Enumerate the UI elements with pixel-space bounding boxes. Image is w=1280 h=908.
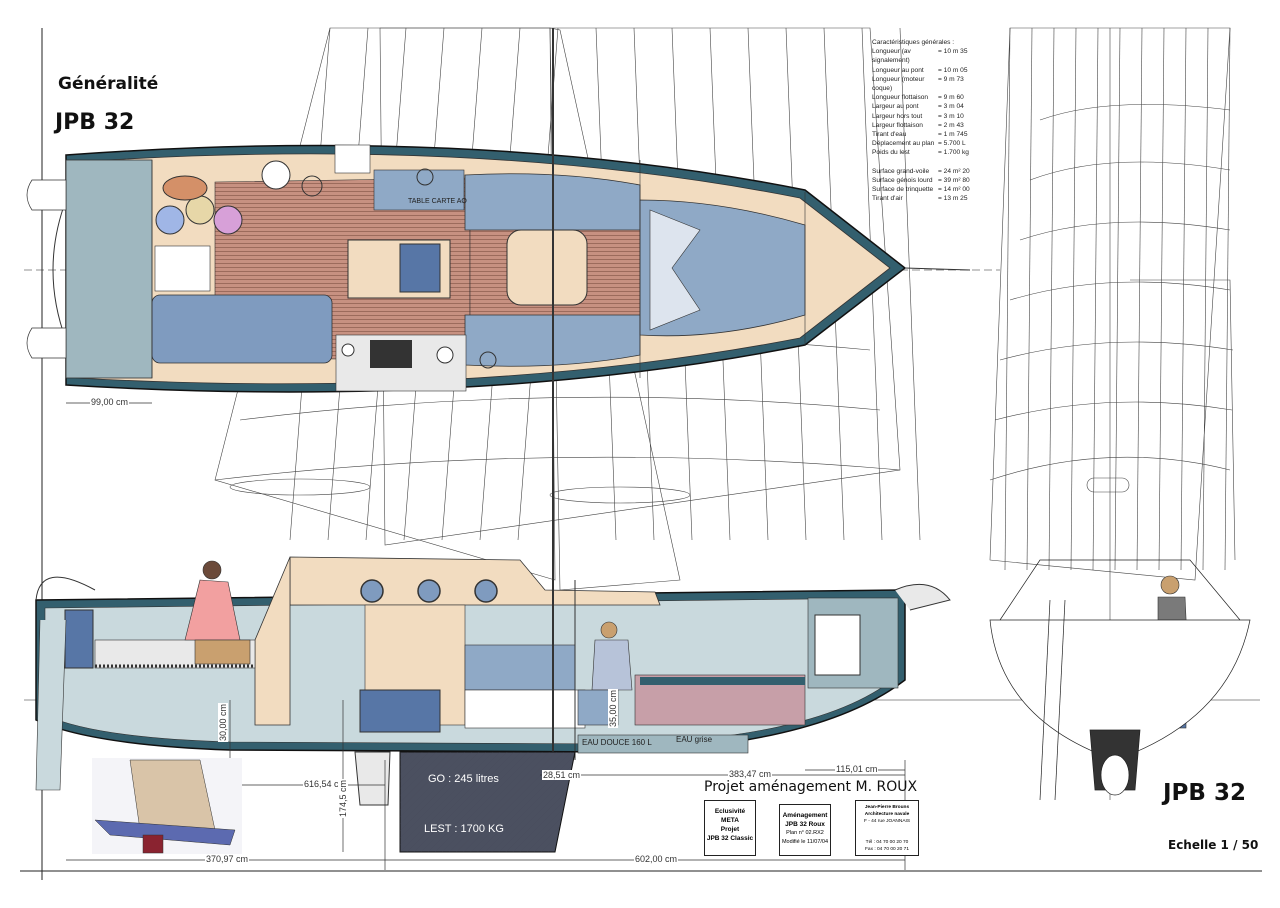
spec-label: Largeur flottaison xyxy=(872,121,923,129)
spec-label: Surface génois lourd xyxy=(872,176,933,184)
spec-label: Poids du lest xyxy=(872,149,910,157)
specs-heading: Caractéristiques générales : xyxy=(872,39,955,46)
spec-value: = 3 m 10 xyxy=(938,112,964,120)
tb3-line2: Architecture navale xyxy=(864,812,910,817)
tb3-line4: Tél : 04 70 00 20 70 xyxy=(865,840,909,845)
ballast-label: LEST : 1700 KG xyxy=(424,823,504,835)
sail-seam-line xyxy=(1092,27,1099,571)
spec-value: = 2 m 43 xyxy=(938,121,964,129)
spec-row: Déplacement au plan= 5.700 L xyxy=(872,139,970,148)
sail-seam-line xyxy=(1180,27,1187,571)
spec-label: Surface de trinquette xyxy=(872,186,934,194)
page-title: Généralité xyxy=(58,74,159,94)
spec-value: = 5.700 L xyxy=(938,140,966,148)
spec-row: Longueur au pont = 10 m 05 xyxy=(872,66,970,75)
title-block-architect: Jean-Pierre Brouns Architecture navale F… xyxy=(855,800,919,856)
spec-row: Largeur au pont = 3 m 04 xyxy=(872,102,970,111)
spec-row: Longueur flottaison = 9 m 60 xyxy=(872,93,970,102)
sail-seam-line xyxy=(1158,27,1165,571)
spec-value: = 10 m 05 xyxy=(938,66,968,74)
specs-table: Caractéristiques générales : Longueur (a… xyxy=(872,38,970,203)
spec-value: = 39 m² 80 xyxy=(938,176,970,184)
sail-seam-line xyxy=(1136,27,1143,571)
dim-115: 115,01 cm xyxy=(835,764,879,774)
spec-label: Longueur au pont xyxy=(872,66,924,74)
tb2-line3: Plan n° 02.RX2 xyxy=(786,830,824,836)
spec-row: Tirant d'air = 13 m 25 xyxy=(872,194,970,203)
spec-label: Longueur (moteur coque) xyxy=(872,75,925,93)
dim-99: 99,00 cm xyxy=(90,397,130,407)
spec-value: = 1.700 kg xyxy=(938,149,969,157)
profile-view xyxy=(35,28,1189,853)
spec-row: Largeur hors tout = 3 m 10 xyxy=(872,112,970,121)
spec-row: Surface génois lourd = 39 m² 80 xyxy=(872,176,970,185)
spec-row: Surface grand-voile = 24 m² 20 xyxy=(872,167,970,176)
sail-seam-line xyxy=(899,27,921,541)
sail-seam-line xyxy=(1224,27,1231,571)
spec-value: = 13 m 25 xyxy=(938,195,968,203)
sail-seam-line xyxy=(1114,27,1121,571)
model-name-right: JPB 32 xyxy=(1163,780,1246,806)
tb3-line3: F - 44 rue JOANNAIS xyxy=(863,819,911,824)
spec-value: = 9 m 73 xyxy=(938,75,964,83)
title-block-exclusivity: Eclusivité META Projet JPB 32 Classic xyxy=(704,800,756,856)
spec-label: Tirant d'air xyxy=(872,195,903,203)
tb1-line3: Projet xyxy=(720,826,740,833)
spec-value: = 10 m 35 xyxy=(938,48,968,56)
spec-label: Surface grand-voile xyxy=(872,167,930,175)
sail-seam-line xyxy=(1004,27,1011,571)
dolphin-logo xyxy=(856,825,918,839)
spec-label: Largeur au pont xyxy=(872,103,919,111)
spec-row: Surface de trinquette = 14 m² 00 xyxy=(872,185,970,194)
dim-28: 28,51 cm xyxy=(542,770,582,780)
model-name: JPB 32 xyxy=(55,110,135,135)
tb2-line1: Aménagement xyxy=(782,812,828,819)
fresh-water-label: EAU DOUCE 160 L xyxy=(582,738,652,747)
dim-602: 602,00 cm xyxy=(634,854,679,864)
deck-plan-view: TABLE CARTE AO xyxy=(26,144,971,393)
dim-35: 35,00 cm xyxy=(608,688,618,728)
spec-value: = 24 m² 20 xyxy=(938,167,970,175)
dim-616: 616,54 cm xyxy=(303,779,348,789)
chart-table-label: TABLE CARTE AO xyxy=(408,198,467,205)
spec-row: Longueur (moteur coque) = 9 m 73 xyxy=(872,75,970,93)
scale-label: Echelle 1 / 50 xyxy=(1168,838,1259,852)
spec-label: Longueur (av signalement) xyxy=(872,48,911,65)
grey-water-label: EAU grise xyxy=(676,735,713,744)
spec-label: Déplacement au plan xyxy=(872,140,935,148)
dim-370: 370,97 cm xyxy=(205,854,250,864)
spec-label: Tirant d'eau xyxy=(872,131,907,139)
dim-383: 383,47 cm xyxy=(728,769,773,779)
dim-30: 30,00 cm xyxy=(218,702,228,742)
spec-value: = 14 m² 00 xyxy=(938,186,970,194)
dim-174: 174,5 cm xyxy=(338,778,348,818)
boat-render-thumbnail xyxy=(92,758,242,854)
tb1-line1: Eclusivité xyxy=(714,808,746,815)
section-view xyxy=(989,559,1251,801)
spec-label: Largeur hors tout xyxy=(872,112,923,120)
spec-value: = 3 m 04 xyxy=(938,103,964,111)
tb3-line1: Jean-Pierre Brouns xyxy=(864,805,910,810)
spec-value: = 1 m 745 xyxy=(938,131,968,139)
spec-row: Poids du lest = 1.700 kg xyxy=(872,148,970,157)
spec-row: Tirant d'eau = 1 m 745 xyxy=(872,130,970,139)
sail-seam-line xyxy=(1202,27,1209,571)
sail-seam-line xyxy=(1048,27,1055,571)
spec-value: = 9 m 60 xyxy=(938,94,964,102)
project-title: Projet aménagement M. ROUX xyxy=(704,779,918,795)
tb1-line2: META xyxy=(721,817,739,824)
tb3-line5: Fax : 04 70 00 20 71 xyxy=(864,847,909,852)
fuel-tank-label: GO : 245 litres xyxy=(428,773,499,785)
sail-seam-line xyxy=(1070,27,1077,571)
sail-seam-line xyxy=(1026,27,1033,571)
spec-label: Longueur flottaison xyxy=(872,94,929,102)
spec-row: Longueur (av signalement) = 10 m 35 xyxy=(872,47,970,65)
title-block-layout: Aménagement JPB 32 Roux Plan n° 02.RX2 M… xyxy=(779,804,831,856)
tb1-line4: JPB 32 Classic xyxy=(706,835,754,842)
spec-row: Largeur flottaison = 2 m 43 xyxy=(872,121,970,130)
tb2-line4: Modifié le 11/07/04 xyxy=(781,839,829,845)
tb2-line2: JPB 32 Roux xyxy=(785,821,825,828)
